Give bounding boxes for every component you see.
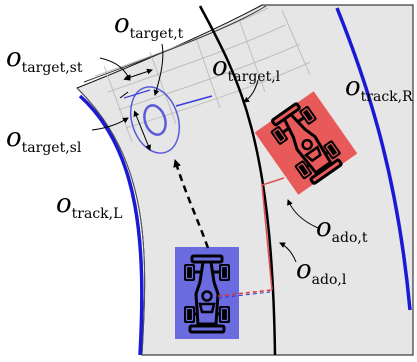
label-ado-t: oado,t xyxy=(316,213,368,246)
grid-inner-edge xyxy=(83,5,267,83)
track-boundary-right xyxy=(335,7,412,311)
label-target-sl: otarget,sl xyxy=(6,123,82,156)
track-inner-border xyxy=(76,87,146,356)
leader-arrows xyxy=(91,43,319,263)
ego-lateral-line-blue xyxy=(217,291,271,299)
target-dimension-marks xyxy=(119,68,153,151)
label-track-l: otrack,L xyxy=(56,189,122,222)
ado-car xyxy=(254,91,358,195)
track-center-line xyxy=(198,5,277,356)
label-track-r: otrack,R xyxy=(345,72,413,105)
ado-link-line xyxy=(261,177,285,291)
label-target-st: otarget,st xyxy=(6,43,83,76)
label-target-t: otarget,t xyxy=(114,9,184,42)
ego-lateral-line xyxy=(217,289,273,297)
ego-car xyxy=(175,247,239,339)
label-target-l: otarget,l xyxy=(212,52,281,85)
track-boundary-left xyxy=(78,94,144,356)
label-ado-l: oado,l xyxy=(296,255,347,288)
